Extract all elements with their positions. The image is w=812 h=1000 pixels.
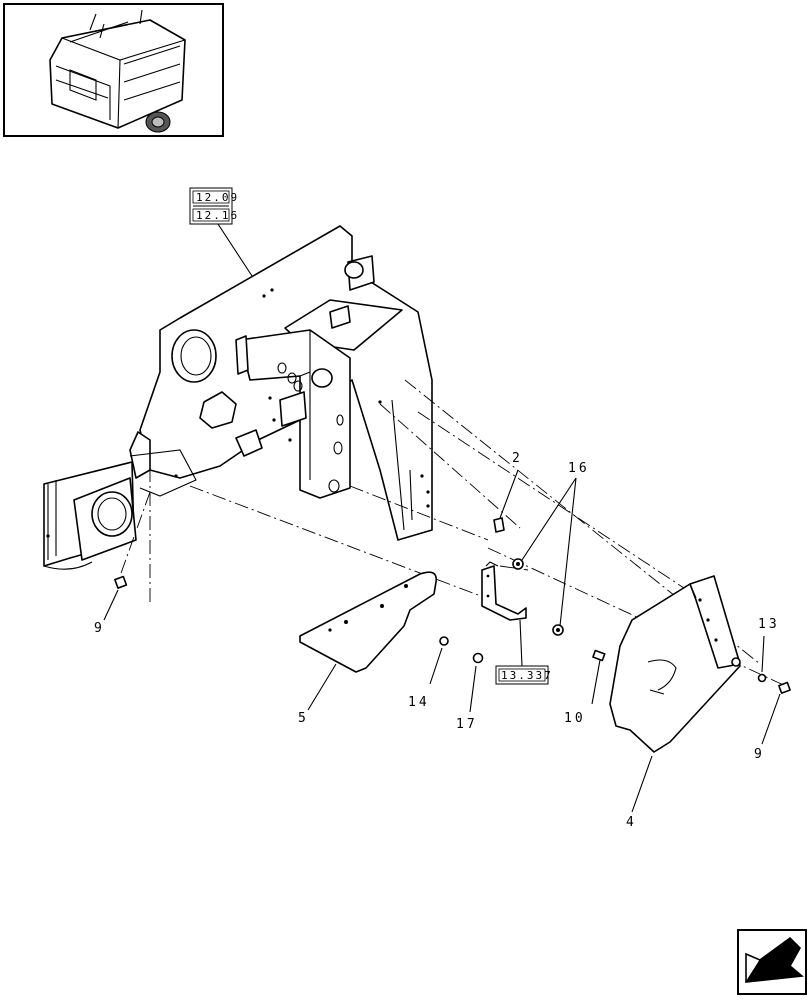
fasteners xyxy=(114,517,791,694)
navigation-arrow-icon[interactable] xyxy=(737,929,807,995)
callout-9-right: 9 xyxy=(754,747,765,762)
reference-13-337: 13.337 xyxy=(501,669,553,682)
part-16-nut-upper xyxy=(512,558,524,570)
part-4-cover xyxy=(609,575,741,753)
main-frame-side-panel xyxy=(139,225,433,541)
part-9-bolt-right xyxy=(778,681,791,694)
callout-14: 14 xyxy=(408,695,430,710)
panel-flanges xyxy=(199,391,263,457)
part-17-nut xyxy=(472,652,484,664)
baler-machine-icon xyxy=(49,9,186,133)
callout-9-left: 9 xyxy=(94,621,105,636)
part-10-bolt xyxy=(592,649,606,662)
callout-16: 16 xyxy=(568,461,590,476)
callout-17: 17 xyxy=(456,717,478,732)
callout-2: 2 xyxy=(512,451,523,466)
callout-leaders xyxy=(103,469,781,813)
assembly-centerlines xyxy=(119,379,791,689)
callout-4: 4 xyxy=(626,815,637,830)
vertical-beam xyxy=(235,329,351,499)
drive-housing xyxy=(43,431,197,570)
part-16-nut-lower xyxy=(552,624,564,636)
bracket-13-337 xyxy=(481,561,527,621)
part-14-washer xyxy=(439,636,449,646)
bearing-opening xyxy=(171,329,217,383)
callout-13: 13 xyxy=(758,617,780,632)
callout-5: 5 xyxy=(298,711,309,726)
part-2-bushing xyxy=(493,517,505,533)
callout-numbers: 2 16 4 5 9 9 10 13 14 17 xyxy=(94,451,780,830)
frame-reference-box[interactable]: 12.09 12.16 xyxy=(189,187,239,225)
reference-12-16: 12.16 xyxy=(196,209,239,222)
callout-10: 10 xyxy=(564,711,586,726)
machine-thumbnail xyxy=(3,3,224,137)
part-9-bolt-left xyxy=(114,575,128,589)
part-5-shield-plate xyxy=(299,571,437,673)
part-13-washer xyxy=(757,673,767,683)
reference-12-09: 12.09 xyxy=(196,191,239,204)
bracket-reference-box[interactable]: 13.337 xyxy=(495,665,553,685)
